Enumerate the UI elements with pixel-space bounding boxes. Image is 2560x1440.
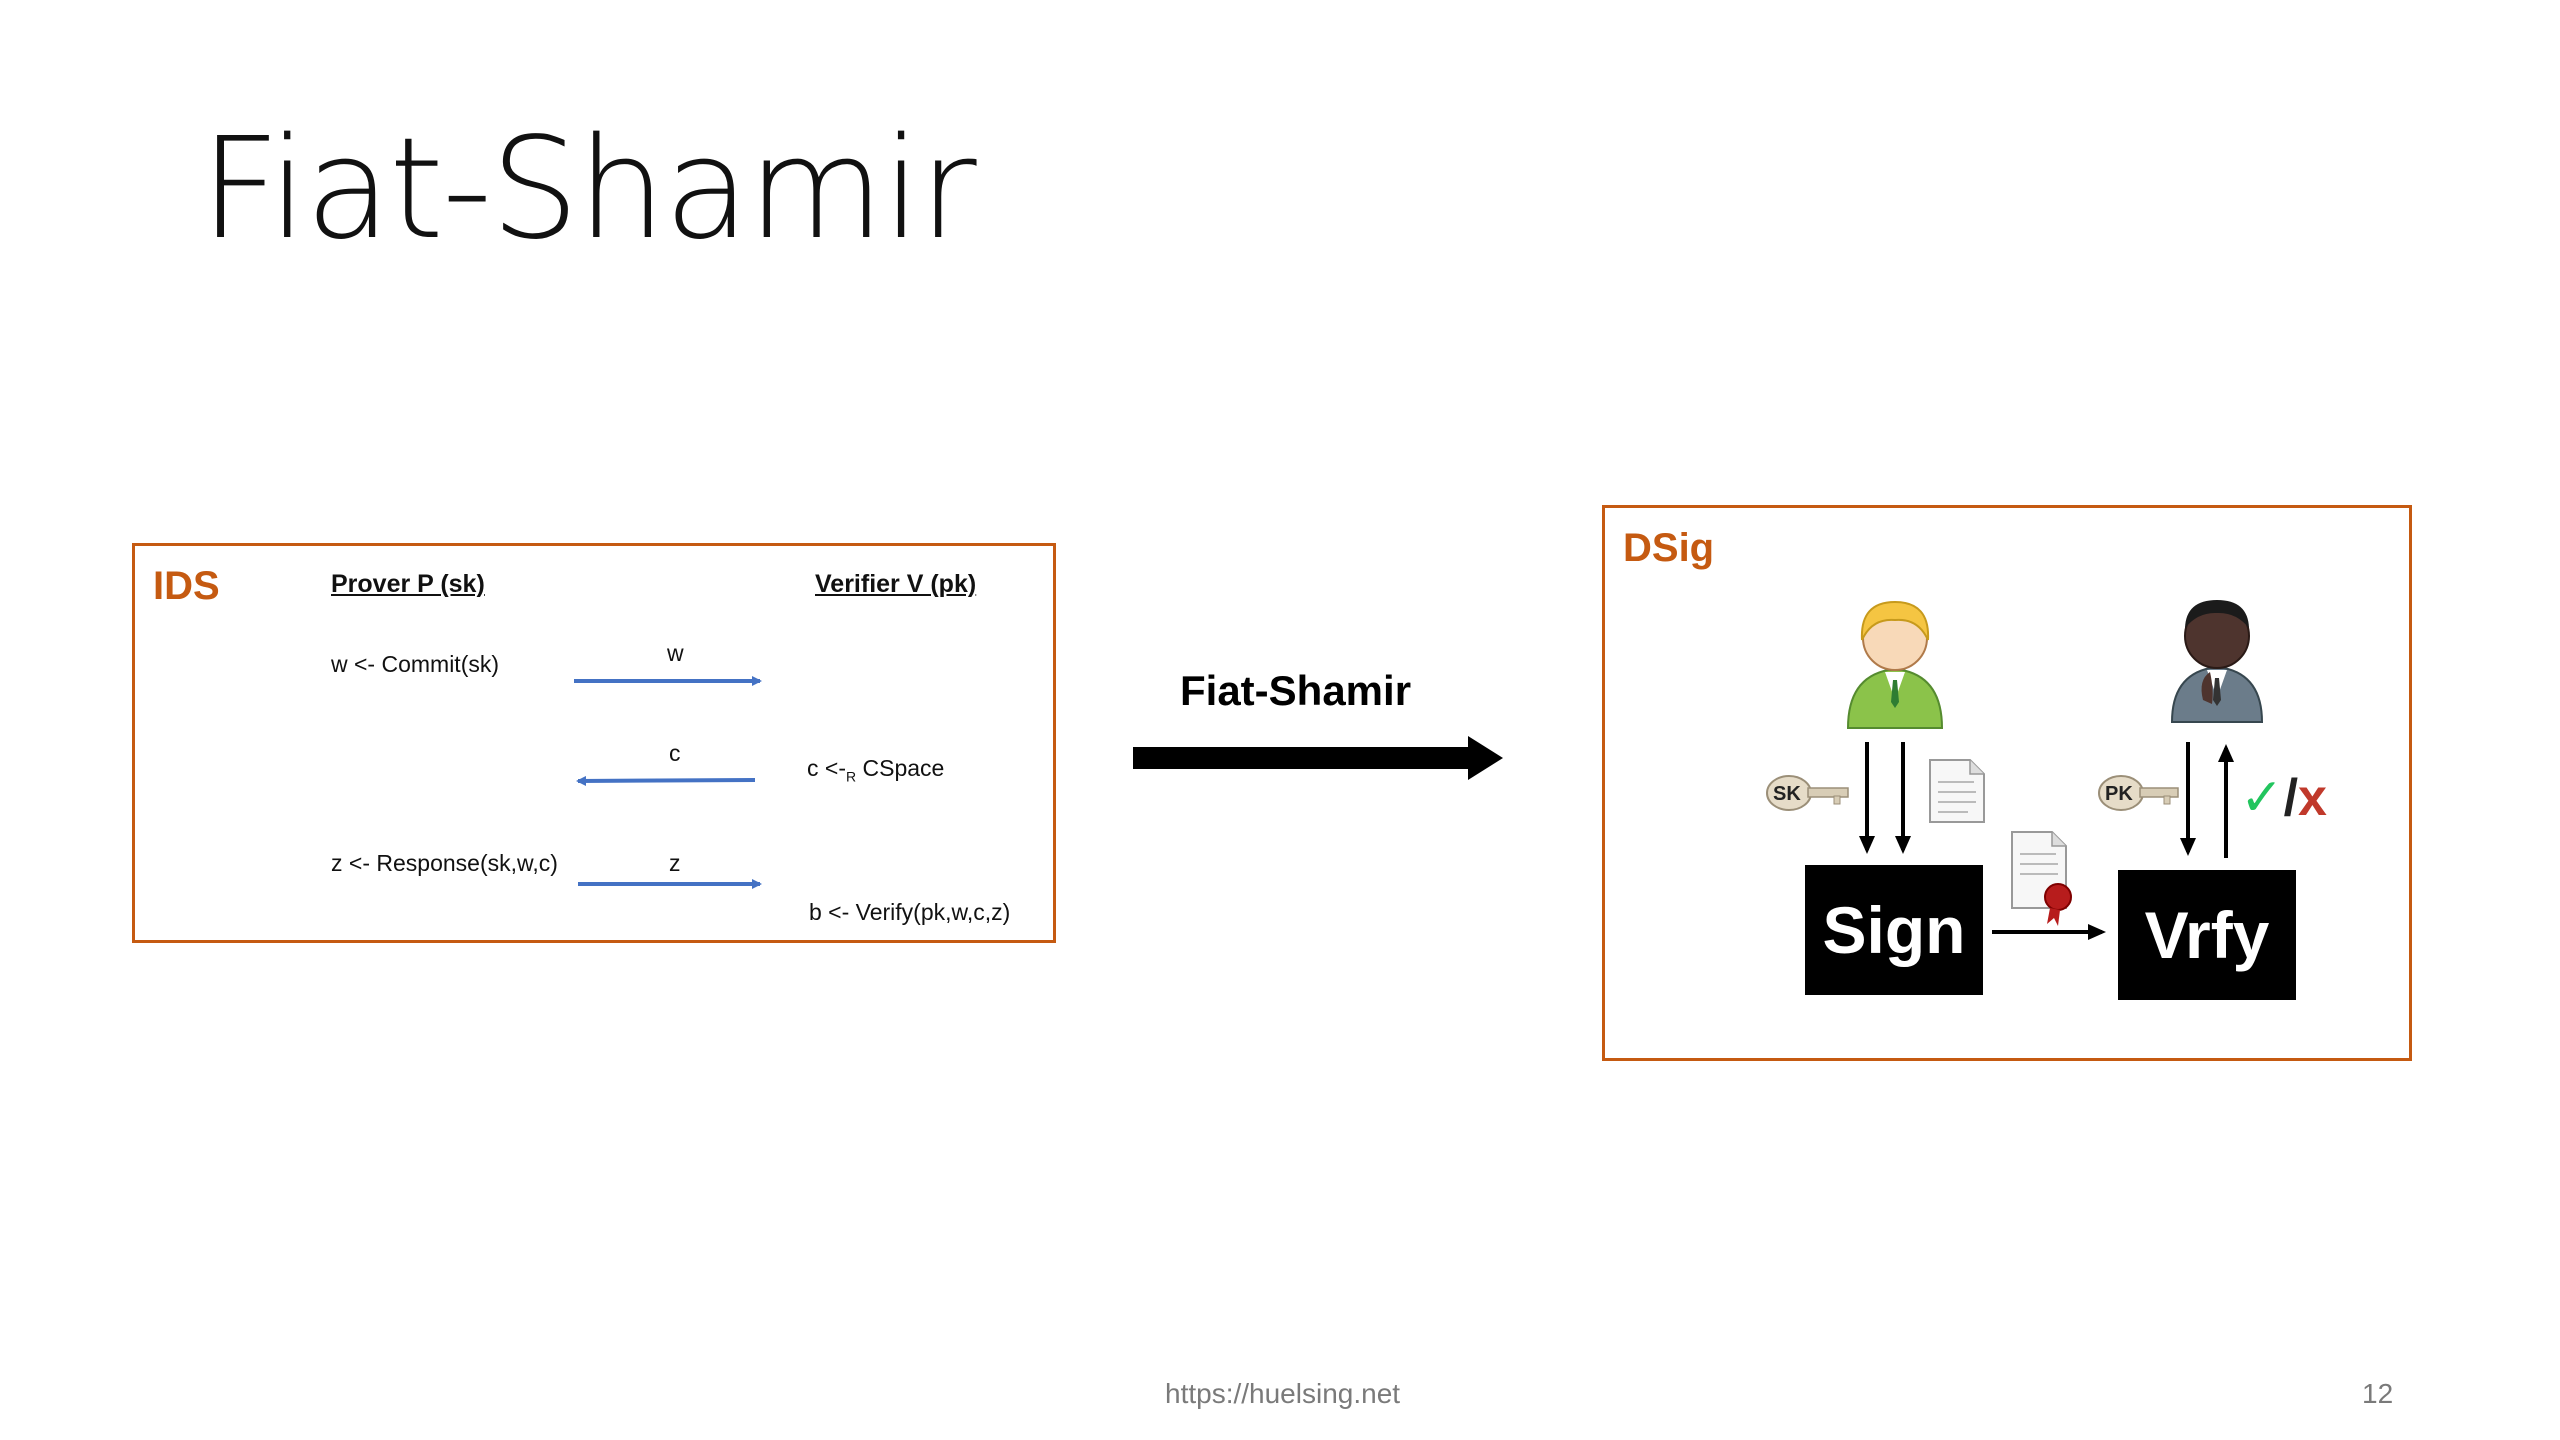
- verification-result: ✓/x: [2240, 772, 2327, 824]
- signed-document-icon: [2011, 831, 2072, 926]
- message-w-label: w: [667, 640, 684, 666]
- challenge-step: c <-R CSpace: [807, 755, 945, 785]
- transform-arrow: [1133, 736, 1503, 780]
- message-c-label: c: [669, 740, 681, 766]
- vrfy-box: Vrfy: [2118, 870, 2296, 1000]
- sign-input-arrows: [1859, 742, 1911, 854]
- pk-label: PK: [2105, 783, 2133, 805]
- page-number: 12: [2362, 1378, 2394, 1409]
- arrow-c-left: [576, 775, 756, 786]
- dsig-label: DSig: [1623, 526, 1715, 570]
- sign-label: Sign: [1822, 893, 1966, 967]
- transform-label: Fiat-Shamir: [1180, 667, 1412, 714]
- verify-step: b <- Verify(pk,w,c,z): [809, 899, 1011, 925]
- check-icon: ✓: [2240, 769, 2284, 827]
- commit-step: w <- Commit(sk): [331, 651, 500, 677]
- sk-label: SK: [1773, 783, 1801, 805]
- result-separator: /: [2283, 769, 2299, 827]
- response-step: z <- Response(sk,w,c): [331, 850, 558, 876]
- slide-title: Fiat-Shamir: [200, 108, 977, 271]
- verifier-person-icon: [2170, 600, 2264, 723]
- pk-key-icon: [2098, 775, 2179, 811]
- ids-box: IDS Prover P (sk) Verifier V (pk) w <- C…: [132, 543, 1056, 943]
- footer-url: https://huelsing.net: [1165, 1378, 1401, 1409]
- vrfy-label: Vrfy: [2144, 898, 2270, 972]
- message-document-icon: [1929, 759, 1985, 823]
- dsig-box: DSig: [1602, 505, 2412, 1061]
- ids-label: IDS: [153, 564, 220, 608]
- verifier-header: Verifier V (pk): [815, 570, 977, 598]
- message-z-label: z: [669, 850, 681, 876]
- sk-key-icon: [1766, 775, 1849, 811]
- prover-header: Prover P (sk): [331, 570, 485, 598]
- sign-box: Sign: [1805, 865, 1983, 995]
- cross-icon: x: [2298, 769, 2327, 827]
- signer-person-icon: [1846, 600, 1944, 729]
